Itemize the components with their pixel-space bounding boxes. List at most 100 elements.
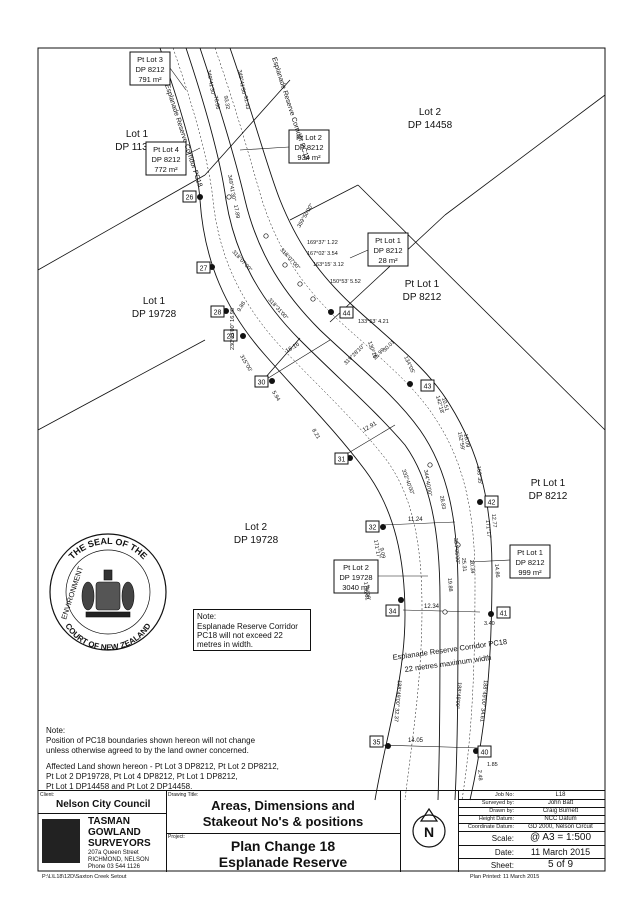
svg-text:Pt Lot 1: Pt Lot 1 [517, 548, 543, 557]
distance-label: 30.01 [382, 339, 396, 353]
company-logo [42, 819, 80, 863]
bearing-label: 230°23'00" 16.96 [230, 308, 236, 350]
svg-text:934 m²: 934 m² [297, 153, 321, 162]
distance-label: 12.77 [490, 514, 497, 528]
company-name-3: SURVEYORS [88, 838, 151, 849]
bearing-label: 344°40'00" [422, 469, 433, 496]
stakeout-43: 43 [420, 379, 435, 392]
distance-label: 17.89 [232, 204, 240, 219]
project-label: Project: [168, 834, 185, 840]
svg-text:35: 35 [373, 740, 381, 747]
bearing-label: 349°41'30" [236, 69, 247, 96]
svg-text:N: N [424, 824, 434, 840]
client-cell: Client: Nelson City Council [38, 791, 167, 814]
callout-ptlot2: Pt Lot 2 DP 8212 934 m² [239, 129, 330, 164]
info-row: Coordinate Datum: GD 2000, Nelson Circui… [458, 823, 605, 832]
offset-lines [264, 339, 481, 749]
callout-ptlot2-19728: Pt Lot 2 DP 19728 3040 m² [333, 559, 428, 594]
stakeout-27: 27 [196, 261, 211, 274]
distance-label: 28.83 [438, 495, 446, 510]
lot2-lower-dp: DP 19728 [234, 535, 279, 546]
stakeout-26: 26 [182, 190, 197, 203]
company-name-2: GOWLAND [88, 827, 141, 838]
svg-text:Pt Lot 2: Pt Lot 2 [296, 133, 322, 142]
svg-text:ENVIRONMENT: ENVIRONMENT [59, 565, 85, 621]
ptlot1-mid-dp: DP 8212 [403, 292, 442, 303]
coat-of-arms-icon [81, 569, 135, 618]
svg-text:43: 43 [424, 384, 432, 391]
note-box-title: Note: [197, 612, 217, 621]
svg-text:DP 8212: DP 8212 [135, 65, 164, 74]
info-row: Date: 11 March 2015 [458, 845, 605, 859]
distance-label: 14.86 [493, 564, 500, 578]
company-name-1: TASMAN [88, 816, 131, 827]
project-title-2: Esplanade Reserve [218, 854, 348, 870]
stakeout-35: 35 [369, 735, 384, 748]
svg-text:34: 34 [389, 609, 397, 616]
svg-text:32: 32 [369, 525, 377, 532]
footer-note-line: Pt Lot 1 DP14458 and Pt Lot 2 DP14458. [46, 782, 193, 791]
file-path: P:\L\L18\12D\Saxton Creek Setout [42, 874, 127, 880]
distance-label: 10.51 [440, 397, 449, 412]
company-cell: TASMAN GOWLAND SURVEYORS 207a Queen Stre… [38, 813, 167, 872]
lot2-upper-name: Lot 2 [419, 107, 442, 118]
lot-labels: Lot 1 DP 11378 Lot 2 DP 14458 Pt Lot 1 D… [115, 107, 568, 546]
bearing-label: 152°59' [456, 431, 465, 450]
bearing-label: 318°07'00" [231, 249, 253, 273]
distance-label: 2.48 [476, 770, 483, 781]
dimension-labels: 349°41'30" 349°41'30" 349°41'30" 318°07'… [205, 69, 500, 781]
stakeout-41: 41 [496, 606, 511, 619]
corridor-note-box: Note: Esplanade Reserve Corridor PC18 wi… [193, 609, 311, 651]
svg-text:41: 41 [500, 611, 508, 618]
stakeout-34: 34 [385, 604, 400, 617]
bearing-label: 188°49'00" 32.37 [392, 680, 402, 722]
company-address-2: RICHMOND, NELSON [88, 857, 150, 863]
stakeout-labels: 26 27 28 29 30 31 32 33 34 35 40 41 42 4… [182, 190, 511, 758]
bearing-label: 133°53' 4.21 [358, 319, 389, 325]
lot1-mid-name: Lot 1 [143, 296, 166, 307]
distance-label: 6.61 [362, 589, 370, 601]
lot-boundaries [37, 79, 606, 431]
svg-text:30: 30 [258, 380, 266, 387]
svg-text:DP 8212: DP 8212 [515, 558, 544, 567]
footer-note-line: unless otherwise agreed to by the land o… [46, 746, 249, 755]
drawing-title-label: Drawing Title: [168, 792, 199, 798]
svg-text:Pt Lot 3: Pt Lot 3 [137, 55, 163, 64]
bearing-label: 163°35' [475, 466, 483, 485]
lot2-upper-dp: DP 14458 [408, 120, 453, 131]
project-cell: Project: Plan Change 18 Esplanade Reserv… [166, 833, 401, 872]
bearing-label: 359°50'00" [297, 203, 316, 229]
bearing-label: 130°16' [366, 341, 378, 360]
distance-label: 1.85 [487, 762, 498, 768]
bearing-label: 188°49'00" 34.61 [478, 680, 488, 722]
court-seal: THE SEAL OF THE ENVIRONMENT COURT OF NEW… [49, 533, 167, 652]
svg-text:791 m²: 791 m² [138, 75, 162, 84]
info-row: Height Datum: NCC Datum [458, 815, 605, 824]
bearing-label: 318°07'00" [279, 247, 301, 271]
area-callouts: Pt Lot 3 DP 8212 791 m² Pt Lot 4 DP 8212… [129, 51, 551, 594]
info-row: Surveyed by: John Batt [458, 799, 605, 808]
distance-label: 19.88 [446, 578, 453, 592]
stakeout-28: 28 [210, 305, 225, 318]
bearing-label: 134°05' [402, 355, 415, 374]
stakeout-dots [197, 194, 494, 754]
distance-label: 11.24 [408, 517, 423, 523]
svg-text:27: 27 [200, 266, 208, 273]
client-name: Nelson City Council [56, 799, 151, 810]
footer-note: Note: Position of PC18 boundaries shown … [46, 726, 346, 792]
bearing-label: 150°53' 5.52 [330, 279, 361, 285]
footer-note-line: Affected Land shown hereon - Pt Lot 3 DP… [46, 762, 279, 771]
distance-label: 9.88 [237, 301, 248, 313]
bearing-label: 349°41'30" [226, 174, 237, 201]
lot1-mid-dp: DP 19728 [132, 309, 177, 320]
north-arrow-icon: N [412, 807, 446, 848]
stakeout-32: 32 [365, 520, 380, 533]
svg-text:999 m²: 999 m² [518, 568, 542, 577]
info-row: Drawn by: Craig Burnett [458, 807, 605, 816]
distance-label: 14.05 [408, 738, 424, 744]
distance-label: 16.09 [462, 433, 470, 448]
lot1-upper-dp: DP 11378 [115, 142, 159, 153]
info-row: Job No: L18 [458, 791, 605, 800]
svg-text:DP 8212: DP 8212 [373, 246, 402, 255]
